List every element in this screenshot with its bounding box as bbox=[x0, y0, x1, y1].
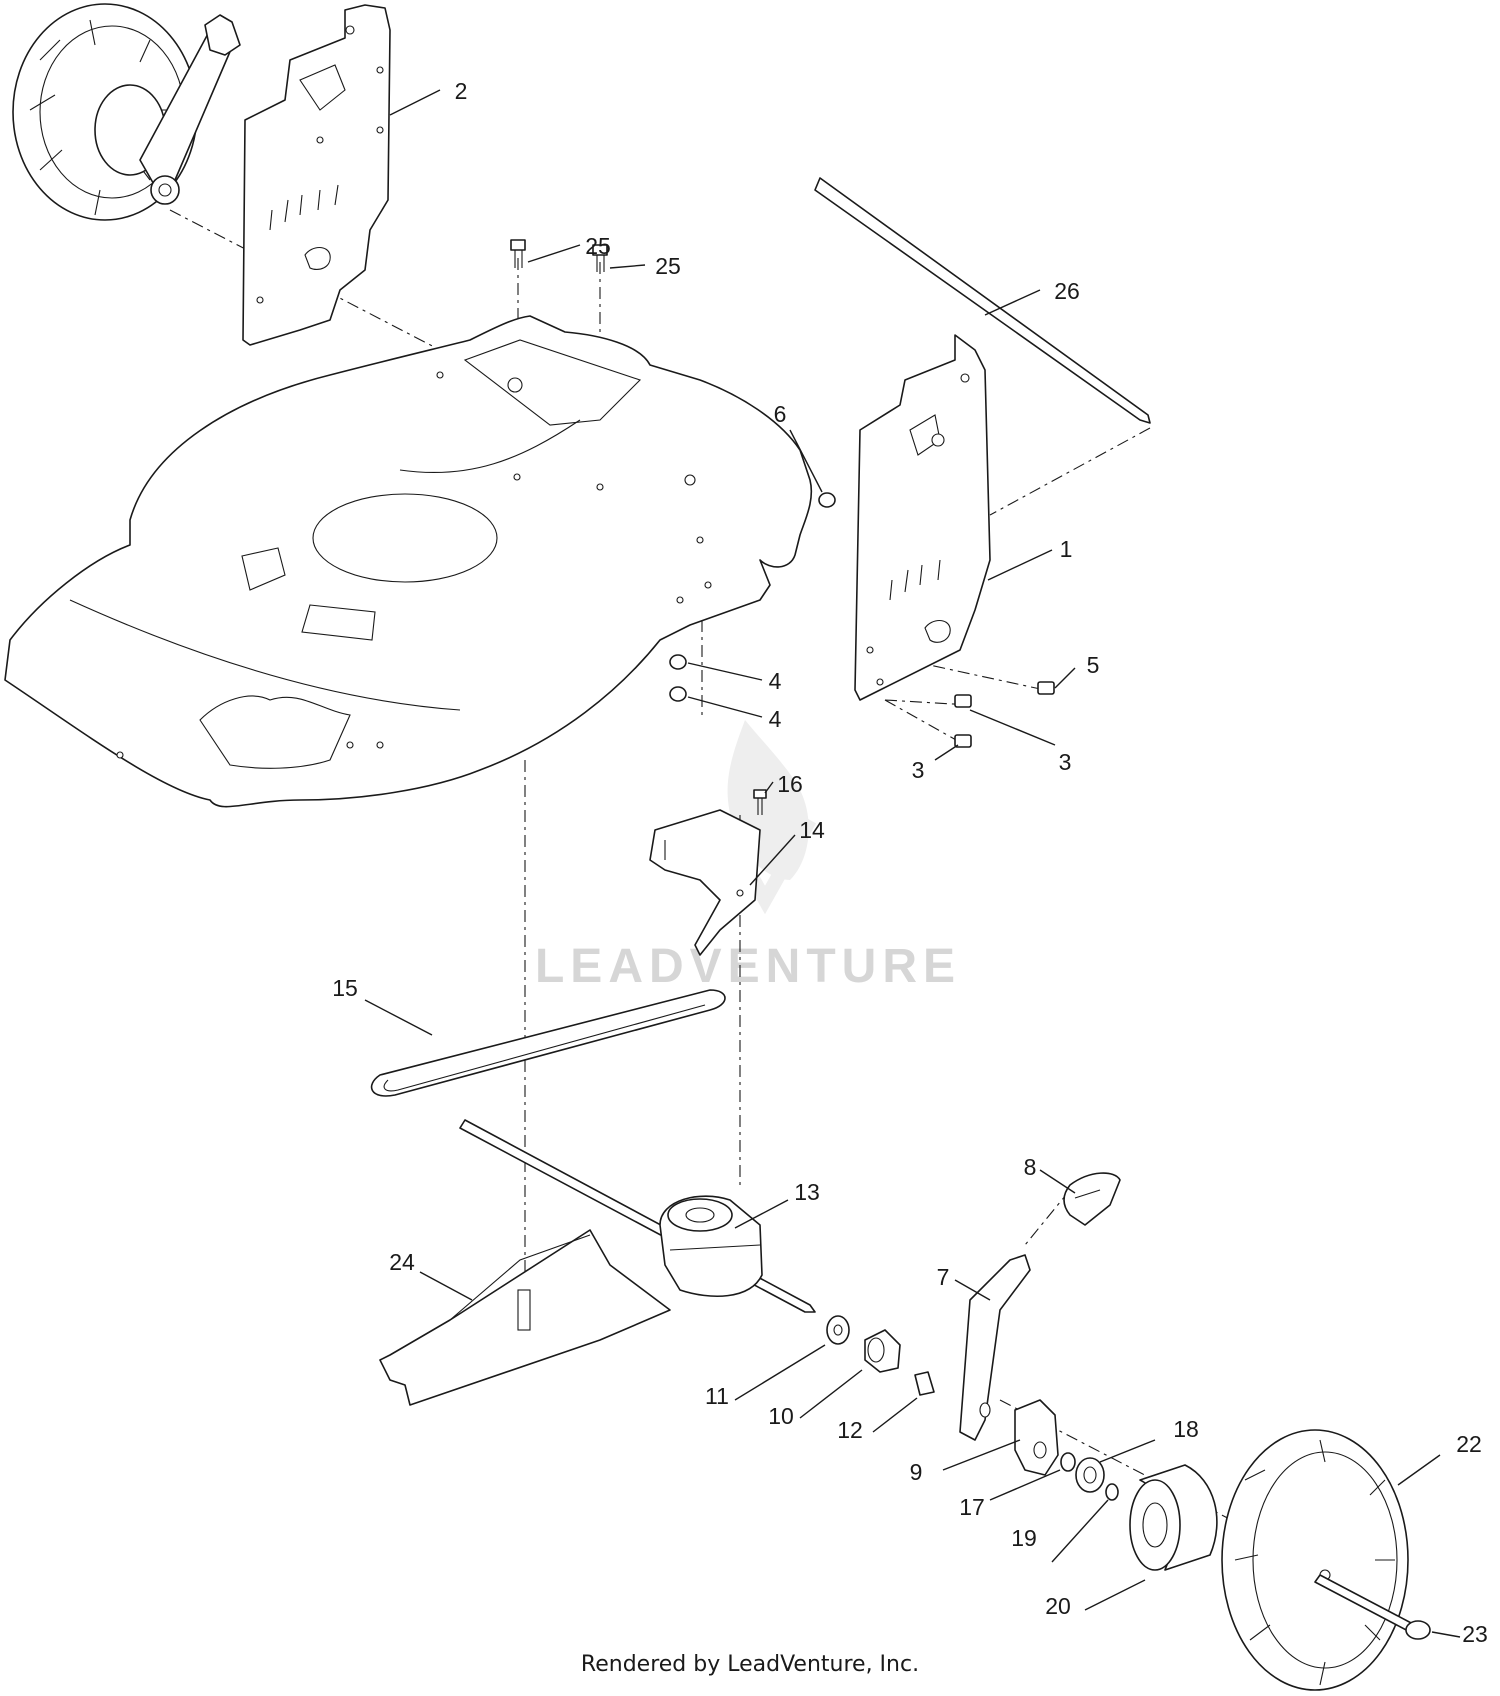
callout-12: 12 bbox=[837, 1417, 863, 1443]
watermark-text: LEADVENTURE bbox=[535, 940, 961, 993]
leader-lines bbox=[364, 89, 1461, 1638]
mower-deck bbox=[4, 315, 813, 808]
washer-17 bbox=[1060, 1452, 1076, 1472]
bolt-3-lower bbox=[954, 734, 972, 748]
callout-2: 2 bbox=[455, 78, 468, 104]
callout-5: 5 bbox=[1087, 652, 1100, 678]
bolt-5 bbox=[1037, 681, 1055, 695]
pawl-plate-9 bbox=[1014, 1399, 1059, 1476]
lever-grip-8 bbox=[1063, 1172, 1121, 1226]
left-height-adjuster-plate bbox=[242, 4, 391, 346]
callout-labels: 2 25 25 26 6 1 5 4 4 3 3 16 14 15 13 8 7… bbox=[332, 78, 1488, 1647]
screw-16 bbox=[753, 789, 767, 815]
bracket-14 bbox=[649, 809, 761, 956]
callout-16: 16 bbox=[777, 771, 803, 797]
callout-10: 10 bbox=[768, 1403, 794, 1429]
callout-23: 23 bbox=[1462, 1621, 1488, 1647]
callout-7: 7 bbox=[937, 1264, 950, 1290]
callout-8: 8 bbox=[1024, 1154, 1037, 1180]
callout-4-lower: 4 bbox=[769, 706, 782, 732]
rear-wheel-assembly bbox=[12, 3, 241, 221]
bolt-3-upper bbox=[954, 694, 972, 708]
callout-11: 11 bbox=[705, 1383, 729, 1409]
callout-3-right: 3 bbox=[1059, 749, 1072, 775]
callout-1: 1 bbox=[1060, 536, 1073, 562]
nut-6 bbox=[818, 492, 836, 508]
bushing-12 bbox=[914, 1371, 935, 1396]
callout-24: 24 bbox=[389, 1249, 415, 1275]
axle-bolt-23 bbox=[1314, 1574, 1431, 1640]
callout-19: 19 bbox=[1011, 1525, 1037, 1551]
callout-14: 14 bbox=[799, 817, 825, 843]
callout-22: 22 bbox=[1456, 1431, 1482, 1457]
drive-belt-15 bbox=[370, 989, 726, 1097]
footer-credit: Rendered by LeadVenture, Inc. bbox=[580, 1652, 920, 1677]
bolt-25-left bbox=[510, 239, 526, 268]
height-lever-7 bbox=[959, 1254, 1031, 1441]
washer-11 bbox=[826, 1315, 850, 1345]
nut-4-upper bbox=[669, 654, 687, 670]
callout-3-left: 3 bbox=[912, 757, 925, 783]
callout-4-upper: 4 bbox=[769, 668, 782, 694]
callout-20: 20 bbox=[1045, 1593, 1071, 1619]
callout-25-right: 25 bbox=[655, 253, 681, 279]
callout-15: 15 bbox=[332, 975, 358, 1001]
rod-26 bbox=[814, 177, 1151, 424]
callout-17: 17 bbox=[959, 1494, 985, 1520]
callout-26: 26 bbox=[1054, 278, 1080, 304]
callout-25-left: 25 bbox=[585, 233, 611, 259]
front-wheel-22 bbox=[1221, 1429, 1409, 1691]
clip-19 bbox=[1105, 1483, 1119, 1501]
callout-9: 9 bbox=[910, 1459, 923, 1485]
bearing-10 bbox=[864, 1329, 901, 1373]
bolt-25-right bbox=[592, 244, 608, 272]
wheel-gear-20 bbox=[1129, 1464, 1218, 1571]
transmission-13 bbox=[659, 1195, 763, 1298]
right-height-adjuster-plate bbox=[854, 334, 991, 701]
pinion-18 bbox=[1075, 1457, 1105, 1493]
callout-6: 6 bbox=[774, 401, 787, 427]
callout-18: 18 bbox=[1173, 1416, 1199, 1442]
callout-13: 13 bbox=[794, 1179, 820, 1205]
nut-4-lower bbox=[669, 686, 687, 702]
shield-24 bbox=[379, 1229, 671, 1406]
